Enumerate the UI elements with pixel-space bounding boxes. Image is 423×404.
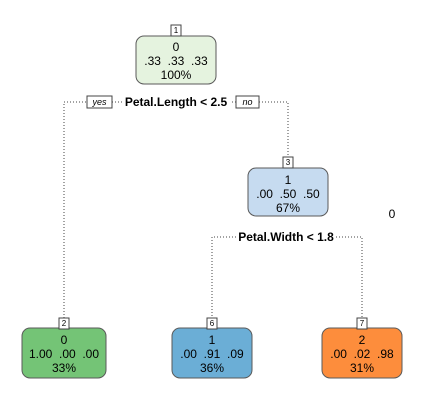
node-probs: .00 .02 .98 bbox=[330, 347, 394, 361]
node-id: 6 bbox=[210, 319, 215, 328]
branch-label-box bbox=[86, 95, 113, 109]
split-label-right: Petal.Width < 1.8 bbox=[238, 230, 334, 244]
tree-node-7: 7 2 .00 .02 .98 31% bbox=[321, 317, 403, 379]
node-class-label: 0 bbox=[61, 333, 68, 347]
tree-node-6: 6 1 .00 .91 .09 36% bbox=[171, 317, 253, 379]
split-label-root: Petal.Length < 2.5 bbox=[125, 95, 228, 109]
branch-label-no: no bbox=[235, 95, 260, 109]
tree-node-3: 3 1 .00 .50 .50 67% bbox=[247, 156, 329, 217]
tree-node-2: 2 0 1.00 .00 .00 33% bbox=[21, 317, 107, 379]
node-percent: 100% bbox=[161, 68, 192, 82]
node-probs: 1.00 .00 .00 bbox=[29, 347, 99, 361]
stray-label: 0 bbox=[389, 207, 396, 221]
node-percent: 67% bbox=[276, 201, 300, 215]
edge-node3-to-node6 bbox=[211, 236, 236, 318]
node-class-label: 1 bbox=[209, 333, 216, 347]
node-class-label: 2 bbox=[359, 333, 366, 347]
node-id: 3 bbox=[286, 158, 291, 167]
node-id-box bbox=[282, 156, 294, 169]
node-class-label: 1 bbox=[285, 173, 292, 187]
node-id: 1 bbox=[174, 26, 179, 35]
edge-root-to-node3 bbox=[232, 101, 289, 158]
branch-label-yes: yes bbox=[86, 95, 113, 109]
edge-root-to-node2 bbox=[63, 101, 122, 320]
node-id: 7 bbox=[360, 319, 365, 328]
edge-node3-to-node7 bbox=[336, 236, 363, 318]
node-id-box bbox=[356, 317, 368, 330]
node-probs: .00 .50 .50 bbox=[256, 187, 320, 201]
node-percent: 33% bbox=[52, 361, 76, 375]
node-percent: 36% bbox=[200, 361, 224, 375]
node-id-box bbox=[58, 317, 70, 330]
node-id-box bbox=[170, 24, 182, 37]
branch-label-text: no bbox=[242, 97, 252, 107]
node-id-box bbox=[206, 317, 218, 330]
branch-label-box bbox=[235, 95, 260, 109]
branch-label-text: yes bbox=[91, 97, 107, 107]
node-id: 2 bbox=[62, 319, 67, 328]
node-probs: .00 .91 .09 bbox=[180, 347, 244, 361]
node-percent: 31% bbox=[350, 361, 374, 375]
node-class-label: 0 bbox=[173, 40, 180, 54]
node-probs: .33 .33 .33 bbox=[144, 54, 208, 68]
tree-node-1: 1 0 .33 .33 .33 100% bbox=[135, 24, 217, 85]
